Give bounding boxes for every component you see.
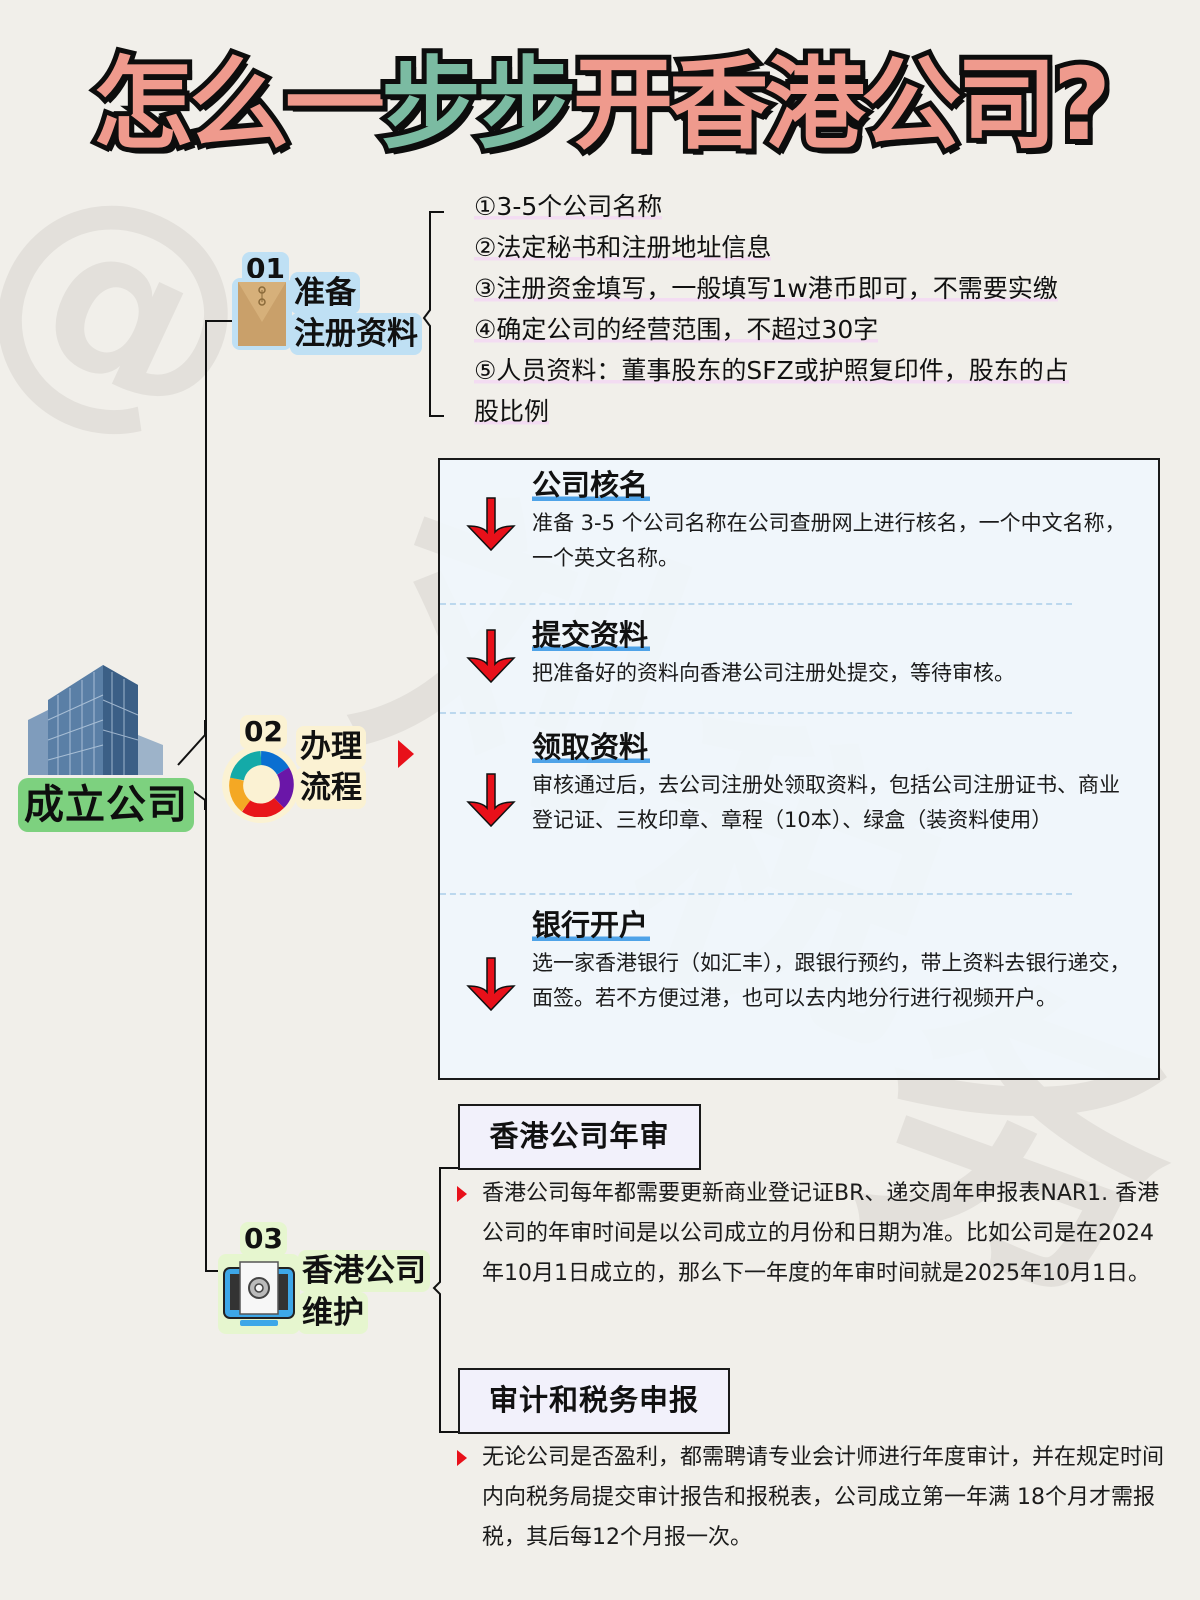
requirement-item: ⑤人员资料：董事股东的SFZ或护照复印件，股东的占 bbox=[474, 356, 1069, 385]
audit-tax-title: 审计和税务申报 bbox=[458, 1368, 730, 1434]
step-divider bbox=[440, 893, 1072, 895]
annual-review-text: 香港公司每年都需要更新商业登记证BR、递交周年申报表NAR1. 香港公司的年审时… bbox=[482, 1181, 1160, 1286]
step-description: 审核通过后，去公司注册处领取资料，包括公司注册证书、商业登记证、三枚印章、章程（… bbox=[532, 773, 1120, 832]
step-title: 领取资料 bbox=[532, 728, 651, 766]
requirement-item: ④确定公司的经营范围，不超过30字 bbox=[474, 315, 879, 344]
trunk-line bbox=[205, 320, 207, 1270]
section-03-label-line1: 香港公司 bbox=[298, 1250, 430, 1292]
annual-review-title: 香港公司年审 bbox=[458, 1104, 701, 1170]
step-title: 公司核名 bbox=[532, 466, 651, 504]
down-arrow-icon bbox=[466, 957, 516, 1012]
section-01-label-line2: 注册资料 bbox=[290, 313, 422, 355]
section-02-label-line1: 办理 bbox=[296, 726, 366, 768]
bullet-triangle-icon bbox=[457, 1186, 467, 1202]
root-node-label: 成立公司 bbox=[18, 778, 194, 832]
list-bracket bbox=[422, 211, 444, 417]
maintenance-bracket bbox=[432, 1167, 460, 1433]
section-02-pointer-icon bbox=[398, 740, 414, 768]
office-building-image bbox=[28, 665, 163, 775]
step-title: 提交资料 bbox=[532, 616, 651, 654]
requirement-item: 股比例 bbox=[474, 397, 550, 426]
audit-tax-text: 无论公司是否盈利，都需聘请专业会计师进行年度审计，并在规定时间内向税务局提交审计… bbox=[482, 1445, 1165, 1550]
step-description: 把准备好的资料向香港公司注册处提交，等待审核。 bbox=[532, 661, 1015, 685]
requirements-list: ①3-5个公司名称 ②法定秘书和注册地址信息 ③注册资金填写，一般填写1w港币即… bbox=[474, 186, 1174, 432]
page-title: 怎么一步步开香港公司? bbox=[0, 40, 1200, 170]
step-title: 银行开户 bbox=[532, 906, 651, 944]
title-part-3: 开香港公司? bbox=[568, 41, 1116, 168]
step-divider bbox=[440, 712, 1072, 714]
section-01-label-line1: 准备 bbox=[290, 272, 360, 314]
process-steps-box: 公司核名 准备 3-5 个公司名称在公司查册网上进行核名，一个中文名称，一个英文… bbox=[438, 458, 1160, 1080]
section-03-number: 03 bbox=[240, 1222, 287, 1256]
down-arrow-icon bbox=[466, 497, 516, 552]
branch-line-01 bbox=[205, 320, 233, 322]
branch-line-03 bbox=[205, 1270, 223, 1272]
computer-settings-icon bbox=[223, 1261, 295, 1326]
cycle-process-icon bbox=[229, 751, 294, 817]
down-arrow-icon bbox=[466, 773, 516, 828]
step-description: 准备 3-5 个公司名称在公司查册网上进行核名，一个中文名称，一个英文名称。 bbox=[532, 511, 1126, 570]
down-arrow-icon bbox=[466, 629, 516, 684]
section-03-label-line2: 维护 bbox=[298, 1292, 368, 1334]
requirement-item: ③注册资金填写，一般填写1w港币即可，不需要实缴 bbox=[474, 274, 1058, 303]
document-envelope-icon bbox=[238, 282, 286, 346]
step-divider bbox=[440, 603, 1072, 605]
section-02-number: 02 bbox=[240, 715, 287, 749]
title-part-2: 步步 bbox=[376, 41, 582, 168]
requirement-item: ②法定秘书和注册地址信息 bbox=[474, 233, 772, 262]
bullet-triangle-icon bbox=[457, 1450, 467, 1466]
section-02-label-line2: 流程 bbox=[296, 767, 366, 809]
requirement-item: ①3-5个公司名称 bbox=[474, 192, 663, 221]
step-description: 选一家香港银行（如汇丰），跟银行预约，带上资料去银行递交，面签。若不方便过港，也… bbox=[532, 951, 1131, 1010]
title-part-1: 怎么一 bbox=[88, 41, 390, 168]
